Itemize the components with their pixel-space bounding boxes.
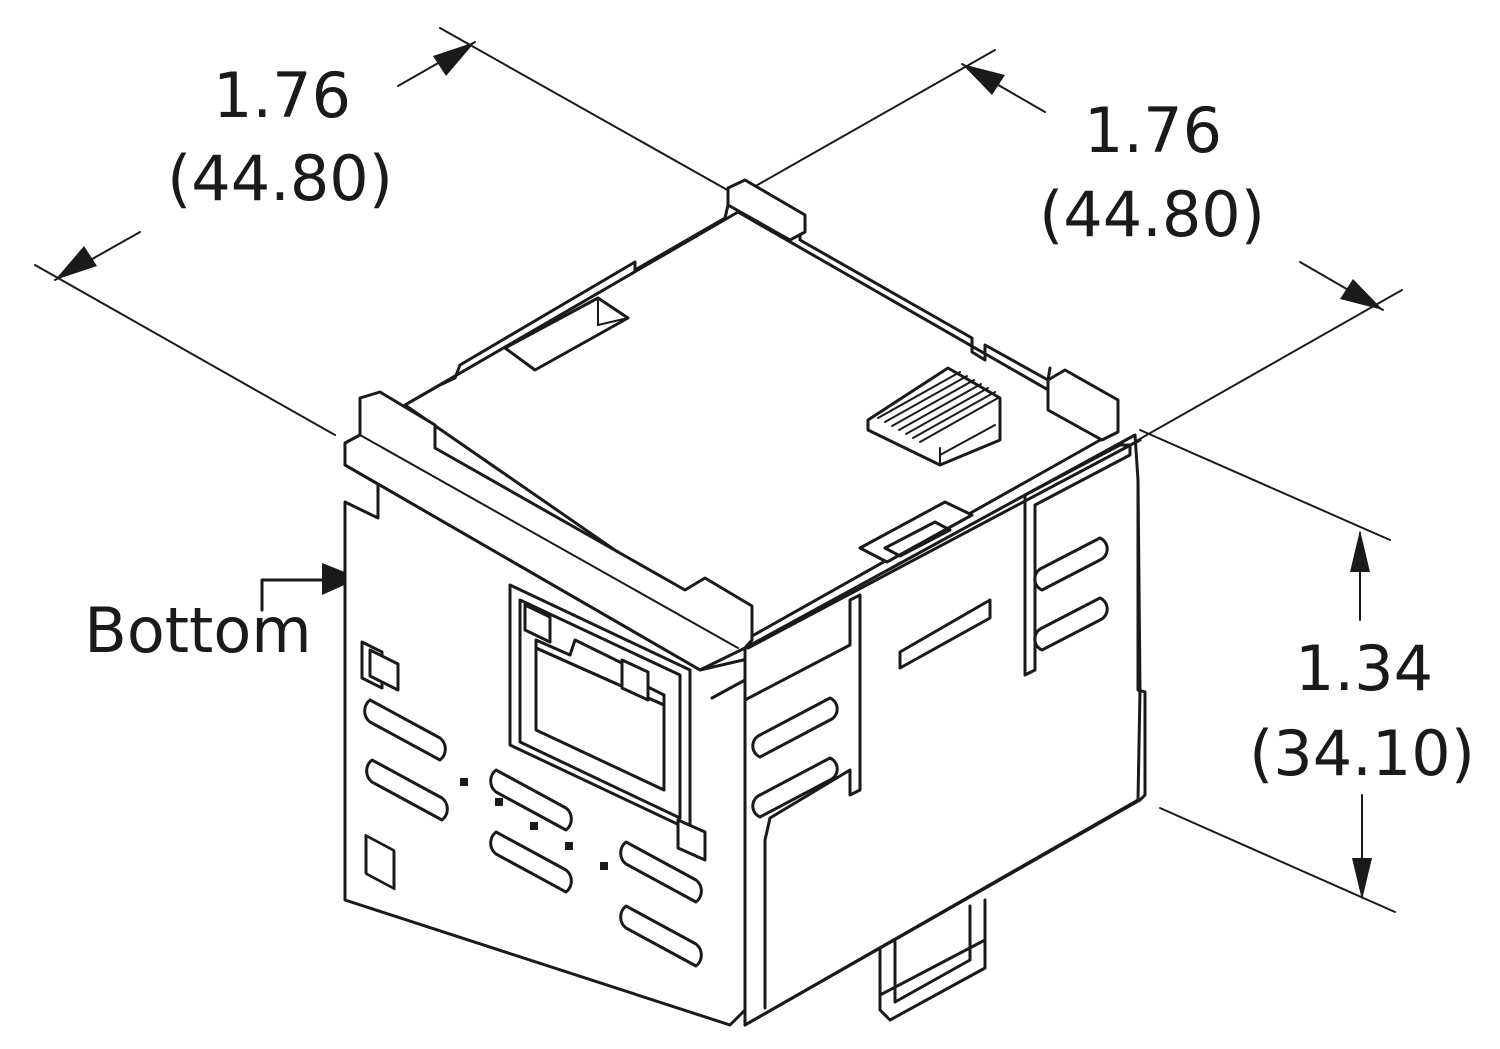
arrowhead-height-top [1350,530,1370,572]
extension-line-right-a [737,49,996,197]
dimension-height-inches: 1.34 [1295,632,1433,705]
extension-line-height-top [1139,429,1391,541]
dimension-left-width: 1.76 (44.80) [34,27,739,436]
din-clip [878,898,987,1022]
dimension-left-mm: (44.80) [167,142,393,215]
right-face-bottom-edge [743,798,1142,1027]
extension-line-left-b [34,264,336,436]
arrowhead-left-lower [55,246,97,280]
bottom-arrowhead [322,563,360,595]
top-slot-left-inner [597,297,629,327]
dimension-right-depth: 1.76 (44.80) [737,49,1403,441]
top-right-tab [1046,368,1120,442]
front-left-vents [364,833,396,891]
dimension-height: 1.34 (34.10) [1139,429,1475,913]
front-indicator-square-left-inner [368,648,400,692]
arrowhead-height-bottom [1352,858,1372,900]
right-face-frame [746,438,1142,650]
rj45-jack [508,583,707,862]
right-face-slot-mid [898,598,992,670]
extension-line-height-bottom [1159,807,1396,913]
top-rear-tab [726,178,807,242]
front-left-rail [343,390,754,672]
front-small-dots [460,778,608,870]
arrowhead-left-upper [433,42,475,76]
bottom-callout: Bottom [84,563,360,667]
top-connector [866,366,1002,467]
arrowhead-right-upper [962,64,1005,95]
extension-line-right-b [1137,289,1403,441]
dimension-left-inches: 1.76 [213,59,351,132]
dimension-right-mm: (44.80) [1039,178,1265,251]
front-left-rail-edge [359,434,739,649]
bottom-label: Bottom [84,594,311,667]
extension-line-left-a [439,27,739,197]
module-housing [343,178,1147,1027]
right-face-slot-top-inner [883,520,952,558]
arrowhead-right-lower [1340,279,1383,310]
right-flange-inner [710,678,747,702]
front-oval-vents [363,698,703,968]
right-face-vertical-edge [1136,478,1147,802]
dimension-right-inches: 1.76 [1084,94,1222,167]
bottom-leader-line [260,578,342,612]
right-flange [743,593,862,1010]
right-column [1023,443,1132,677]
right-column-vents [1033,536,1109,652]
right-flange-vents [751,696,839,819]
top-rear-rim-left [403,203,730,407]
dimension-height-mm: (34.10) [1249,717,1475,790]
